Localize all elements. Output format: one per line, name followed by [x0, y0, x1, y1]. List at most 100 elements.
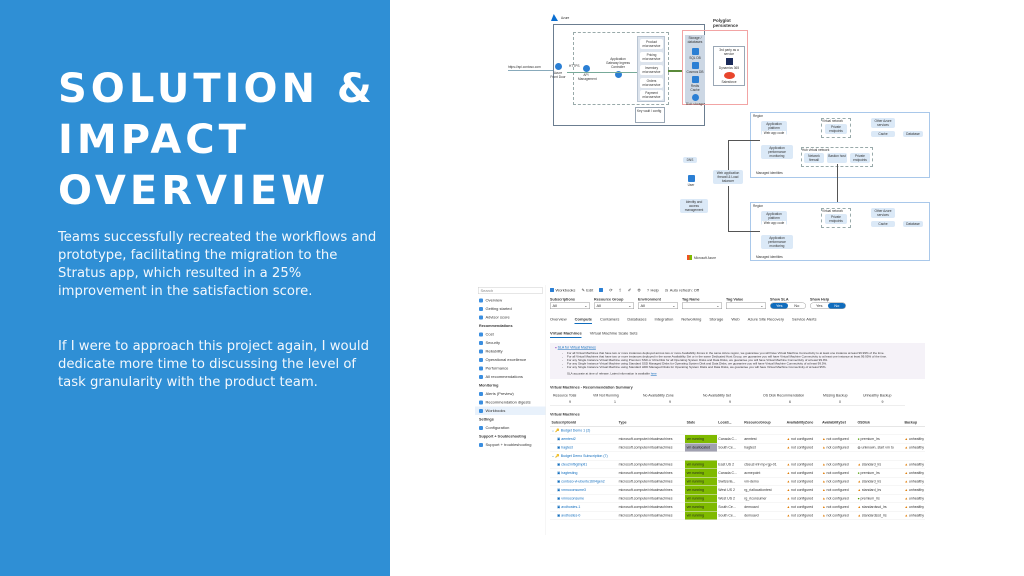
vm-name-cell[interactable]: ▣ avdhostes-0	[550, 511, 618, 520]
tag-value-filter[interactable]: Tag Value⌄	[726, 297, 766, 309]
vm-name-cell[interactable]: ▣ hagtesting	[550, 468, 618, 478]
sidebar-item[interactable]: Workbooks	[475, 406, 546, 415]
column-header[interactable]: SubscriptionId	[550, 419, 618, 427]
group-name[interactable]: ⌄ 🔑 Budget Demo Subscription (7)	[550, 451, 925, 461]
tab[interactable]: Databases	[627, 317, 647, 322]
summary-header[interactable]: Resource Total	[553, 394, 577, 398]
sidebar-item[interactable]: Performance	[475, 364, 546, 373]
group-row[interactable]: ⌄ 🔑 Budget Demo 1 (2)	[550, 426, 925, 435]
pin-icon[interactable]: ✐	[627, 287, 632, 293]
group-name[interactable]: ⌄ 🔑 Budget Demo 1 (2)	[550, 426, 925, 435]
refresh-icon[interactable]: ⟳	[609, 287, 613, 293]
sidebar-item-icon	[479, 391, 483, 396]
column-header[interactable]: State	[685, 419, 717, 427]
vm-name-cell[interactable]: ▣ contoso-vl-ubuntu1604gen2	[550, 477, 618, 486]
vm-name-cell[interactable]: ▣ avdhostes-1	[550, 502, 618, 512]
column-header[interactable]: Backup	[902, 419, 925, 427]
tab[interactable]: Storage	[709, 317, 724, 322]
subtab[interactable]: Virtual Machines	[550, 331, 582, 338]
warning-icon: ▲	[857, 479, 862, 484]
column-header[interactable]: AvailabilityZone	[785, 419, 821, 427]
sidebar-item[interactable]: Cost	[475, 330, 546, 339]
state-cell: vm running	[685, 485, 717, 495]
auto-refresh-button[interactable]: ◷Auto refresh: Off	[664, 287, 700, 293]
summary-header[interactable]: Unhealthy Backup	[863, 394, 892, 398]
tab[interactable]: Azure Site Recovery	[747, 317, 785, 322]
vm-name[interactable]: avdhostes-1	[561, 505, 581, 510]
settings-icon[interactable]: ⚙	[637, 287, 641, 293]
tab[interactable]: Overview	[550, 317, 567, 322]
summary-header[interactable]: OS Disk Recommendation	[763, 394, 805, 398]
availability-set-cell: ▲ not configured	[820, 494, 856, 503]
sidebar-item[interactable]: Advisor score	[475, 313, 546, 322]
search-input[interactable]: Search	[478, 287, 543, 294]
vm-name-cell[interactable]: ▣ hagtest	[550, 443, 618, 452]
os-disk-text: unknown, start vm to	[861, 446, 894, 450]
vm-name[interactable]: aemtest2	[561, 437, 576, 442]
sidebar-item[interactable]: All recommendations	[475, 373, 546, 382]
vm-name[interactable]: cteu2mfbgtmptl1	[561, 463, 588, 467]
tab[interactable]: Web	[731, 317, 740, 322]
warning-icon: ▲	[857, 513, 862, 518]
vnet-boundary	[573, 32, 669, 105]
vm-name-cell[interactable]: ▣ vmnoconsume	[550, 494, 618, 503]
sidebar-item[interactable]: Reliability	[475, 347, 546, 356]
tab[interactable]: Integration	[654, 317, 674, 322]
vm-name-cell[interactable]: ▣ vmnoconsume3	[550, 485, 618, 495]
group-row[interactable]: ⌄ 🔑 Budget Demo Subscription (7)	[550, 451, 925, 461]
save-icon[interactable]	[599, 288, 604, 292]
sidebar-item[interactable]: Support + troubleshooting	[475, 441, 546, 450]
sidebar-item-label: Advisor score	[485, 315, 510, 320]
sidebar-item-icon	[479, 332, 483, 337]
keyvault-box: Key vault / config	[635, 107, 665, 123]
microservice: Payment microservice	[640, 90, 663, 100]
summary-header[interactable]: No Availability Set	[703, 394, 731, 398]
column-header[interactable]: ResourceGroup	[742, 419, 786, 427]
vm-name[interactable]: hagtesting	[561, 471, 578, 476]
column-header[interactable]: Locati...	[716, 419, 743, 427]
workbooks-button[interactable]: Workbooks	[550, 288, 575, 292]
column-header[interactable]: AvailabilitySet	[820, 419, 856, 427]
vm-name[interactable]: vmnoconsume3	[561, 488, 586, 493]
vm-name[interactable]: avdhostes-0	[561, 514, 581, 518]
sla-bullet: For all Virtual Machines that have two o…	[567, 356, 920, 360]
tag-name-filter[interactable]: Tag Name⌄	[682, 297, 722, 309]
sidebar-item-label: Overview	[485, 298, 503, 303]
vm-name[interactable]: vmnoconsume	[561, 497, 585, 501]
share-icon[interactable]: ⇪	[618, 287, 622, 293]
sla-link[interactable]: SLA for Virtual Machines	[557, 346, 596, 350]
column-header[interactable]: OSDisk	[855, 419, 903, 427]
tab[interactable]: Containers	[600, 317, 620, 322]
edit-button[interactable]: ✎Edit	[581, 287, 594, 293]
here-link[interactable]: here	[650, 372, 657, 376]
sidebar-item[interactable]: Configuration	[475, 424, 546, 433]
tab[interactable]: Networking	[681, 317, 702, 322]
column-header[interactable]: Type	[617, 419, 686, 427]
tab[interactable]: Compute	[574, 317, 593, 324]
help-button[interactable]: ?Help	[646, 287, 659, 293]
expand-chevron-icon[interactable]: ⌄	[551, 454, 556, 459]
sidebar-item[interactable]: Overview	[475, 296, 546, 305]
sidebar-item[interactable]: Operational excellence	[475, 356, 546, 365]
tab[interactable]: Service Alerts	[792, 317, 817, 322]
tabs: Overview Compute Containers Databases Integr…	[550, 317, 925, 324]
vm-name-cell[interactable]: ▣ cteu2mfbgtmptl1	[550, 460, 618, 469]
expand-chevron-icon[interactable]: ⌄	[551, 429, 556, 433]
summary-header[interactable]: Missing Backup	[823, 394, 848, 398]
sidebar-item[interactable]: Alerts (Preview)	[475, 390, 546, 399]
summary-header[interactable]: No Availability Zone	[643, 394, 674, 398]
vm-name-cell[interactable]: ▣ aemtest2	[550, 434, 618, 444]
vm-name[interactable]: contoso-vl-ubuntu1604gen2	[561, 480, 605, 484]
sidebar-item[interactable]: Recommendation digests	[475, 398, 546, 407]
subtab[interactable]: Virtual Machine Scale Sets	[589, 331, 638, 336]
sidebar-item[interactable]: Getting started	[475, 305, 546, 314]
sidebar-item[interactable]: Security	[475, 339, 546, 348]
vm-name[interactable]: hagtest	[561, 446, 573, 450]
summary-header[interactable]: VM Not Running	[593, 394, 619, 398]
